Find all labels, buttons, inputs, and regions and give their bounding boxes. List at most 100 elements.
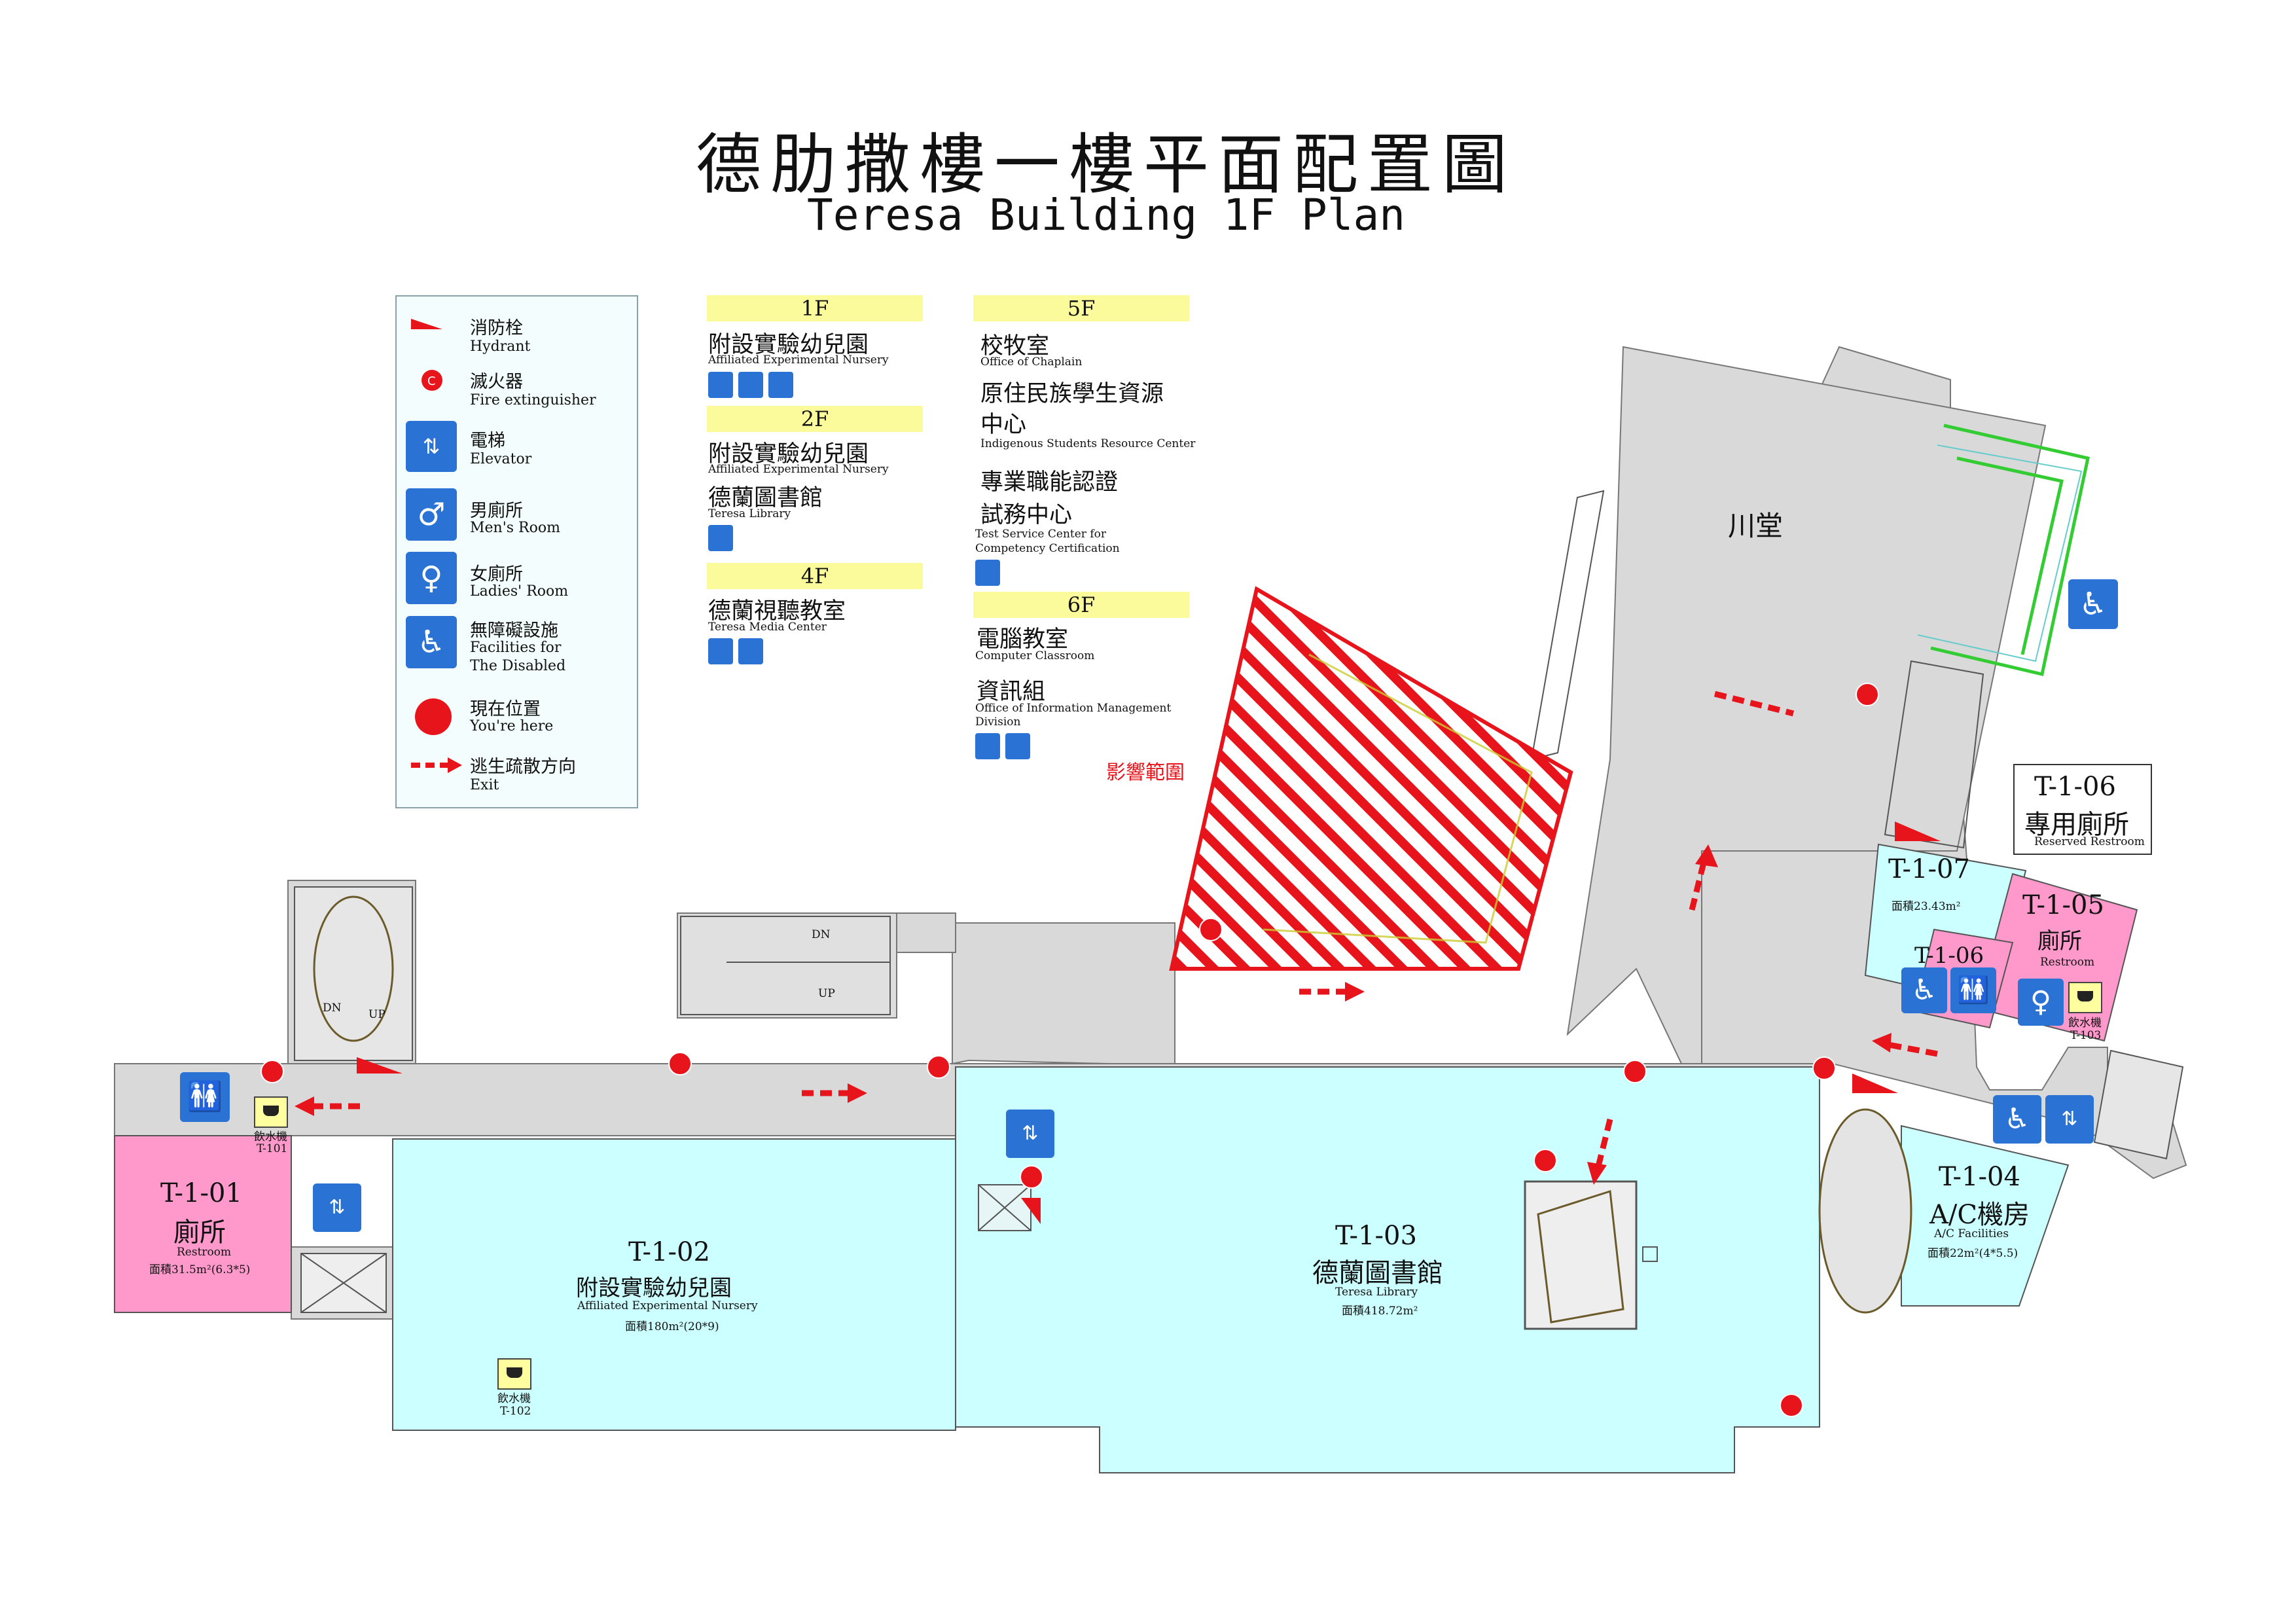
mens-room-icon [708, 638, 733, 664]
floor-1f-header: 1F [707, 295, 923, 321]
floor-6f-en2a: Office of Information Management [975, 702, 1172, 715]
water-label-3: 飲水機 [2068, 1017, 2102, 1030]
room-t101-id: T-1-01 [160, 1178, 242, 1208]
elevator-icon: ⇅ [2045, 1095, 2094, 1144]
room-t103-id: T-1-03 [1335, 1221, 1417, 1251]
room-t102-id: T-1-02 [628, 1237, 710, 1267]
room-t101 [114, 1135, 292, 1313]
floor-5f-header: 5F [973, 295, 1189, 321]
ladies-room-icon: ♀ [2018, 979, 2064, 1026]
reserved-id: T-1-06 [2034, 772, 2116, 802]
room-t104-area: 面積22m²(4*5.5) [1928, 1247, 2018, 1260]
svg-text:C: C [427, 374, 436, 388]
floor-5f-zh2a: 原住民族學生資源 [980, 381, 1164, 407]
room-t105-zh: 廁所 [2037, 928, 2082, 954]
water-dispenser-icon [254, 1096, 288, 1128]
restroom-icon: 🚻 [180, 1072, 230, 1122]
stair-dn-label: DN [323, 1001, 342, 1015]
reserved-en: Reserved Restroom [2034, 835, 2145, 848]
impact-zone [1169, 586, 1573, 971]
water-label-1: 飲水機 [254, 1130, 287, 1144]
floor-5f-zh1: 校牧室 [980, 333, 1050, 359]
floor-5f-en1: Office of Chaplain [980, 355, 1083, 369]
fire-extinguisher-icon: C [422, 370, 442, 391]
floor-2f-header: 2F [707, 406, 923, 432]
mens-room-icon: ♂ [406, 488, 457, 541]
restroom-icon: 🚻 [1950, 967, 1996, 1013]
room-t103-zh: 德蘭圖書館 [1312, 1258, 1443, 1288]
water-id-3: T-103 [2070, 1029, 2102, 1042]
floor-6f-en2b: Division [975, 715, 1021, 729]
ladies-room-icon [1005, 733, 1030, 759]
ladies-room-icon [738, 638, 763, 664]
floor-2f-en1: Affiliated Experimental Nursery [708, 463, 889, 476]
room-t101-en: Restroom [177, 1246, 232, 1259]
ladies-room-icon [738, 372, 763, 398]
hall-label: 川堂 [1728, 510, 1784, 542]
room-t105-en: Restroom [2040, 956, 2095, 969]
stair-dn-label: DN [812, 928, 831, 941]
you-are-here-icon [415, 698, 452, 735]
floor-4f-zh: 德蘭視聽教室 [708, 598, 846, 624]
impact-zone-label: 影響範圍 [1106, 761, 1185, 784]
reserved-zh: 專用廁所 [2024, 810, 2129, 840]
hydrant-icon [411, 319, 442, 329]
water-dispenser-icon [497, 1358, 531, 1390]
ladies-room-icon: ♀ [406, 552, 457, 604]
room-t107-id: T-1-07 [1888, 854, 1970, 884]
wheelchair-icon: ♿ [406, 616, 457, 668]
reserved-restroom-callout: T-1-06 專用廁所 Reserved Restroom [2013, 764, 2152, 855]
wheelchair-icon [768, 372, 793, 398]
floor-4f-en: Teresa Media Center [708, 621, 827, 634]
room-t102-en: Affiliated Experimental Nursery [577, 1299, 758, 1312]
room-t101-area: 面積31.5m²(6.3*5) [149, 1263, 251, 1276]
page-title: 德肋撒樓一樓平面配置圖 [696, 126, 1516, 203]
room-t102-area: 面積180m²(20*9) [625, 1320, 719, 1333]
floor-1f-en: Affiliated Experimental Nursery [708, 353, 889, 367]
floor-6f-en1: Computer Classroom [975, 649, 1095, 662]
wheelchair-icon: ♿ [1993, 1095, 2041, 1144]
page-subtitle: Teresa Building 1F Plan [807, 190, 1405, 240]
wheelchair-icon: ♿ [2068, 579, 2118, 629]
legend-panel: 消防栓 Hydrant C 滅火器 Fire extinguisher ⇅ 電梯… [395, 295, 638, 808]
room-t104-en: A/C Facilities [1934, 1227, 2009, 1240]
mens-room-icon [975, 733, 1000, 759]
elevator-icon: ⇅ [313, 1183, 361, 1232]
floor-5f-en3a: Test Service Center for [975, 528, 1106, 541]
water-label-2: 飲水機 [497, 1392, 531, 1405]
room-t102-zh: 附設實驗幼兒園 [576, 1275, 732, 1301]
stair-up-label: UP [368, 1008, 386, 1021]
ladies-room-icon [975, 560, 1000, 586]
floor-2f-en2: Teresa Library [708, 507, 791, 520]
floor-6f-zh2: 資訊組 [977, 679, 1046, 705]
floor-5f-zh2b: 中心 [980, 412, 1027, 438]
floor-6f-zh1: 電腦教室 [977, 626, 1069, 653]
floor-1f-zh: 附設實驗幼兒園 [708, 332, 869, 358]
water-id-1: T-101 [257, 1142, 288, 1155]
room-t104-id: T-1-04 [1939, 1162, 2020, 1192]
floor-5f-en3b: Competency Certification [975, 542, 1120, 555]
water-dispenser-icon [2068, 982, 2102, 1013]
room-t107-area: 面積23.43m² [1892, 900, 1961, 913]
room-t105-id: T-1-05 [2022, 890, 2104, 920]
floor-4f-header: 4F [707, 563, 923, 589]
water-id-2: T-102 [500, 1405, 531, 1418]
elevator-icon: ⇅ [1006, 1110, 1054, 1158]
mens-room-icon [708, 525, 733, 551]
floor-2f-zh2: 德蘭圖書館 [708, 485, 823, 511]
room-t106-id: T-1-06 [1914, 943, 1984, 969]
wheelchair-icon: ♿ [1901, 967, 1947, 1013]
floor-5f-zh3b: 試務中心 [980, 502, 1073, 528]
room-t103-area: 面積418.72m² [1342, 1305, 1418, 1318]
exit-arrows [295, 691, 1938, 1185]
room-t103-en: Teresa Library [1335, 1286, 1418, 1299]
elevator-icon: ⇅ [406, 421, 457, 472]
room-t104-zh: A/C機房 [1929, 1200, 2030, 1230]
floor-5f-zh3a: 專業職能認證 [980, 469, 1119, 496]
floor-2f-zh1: 附設實驗幼兒園 [708, 441, 869, 467]
fire-extinguisher-markers [260, 683, 1879, 1417]
mens-room-icon [708, 372, 733, 398]
floor-6f-header: 6F [973, 592, 1189, 618]
room-t102 [392, 1138, 956, 1431]
